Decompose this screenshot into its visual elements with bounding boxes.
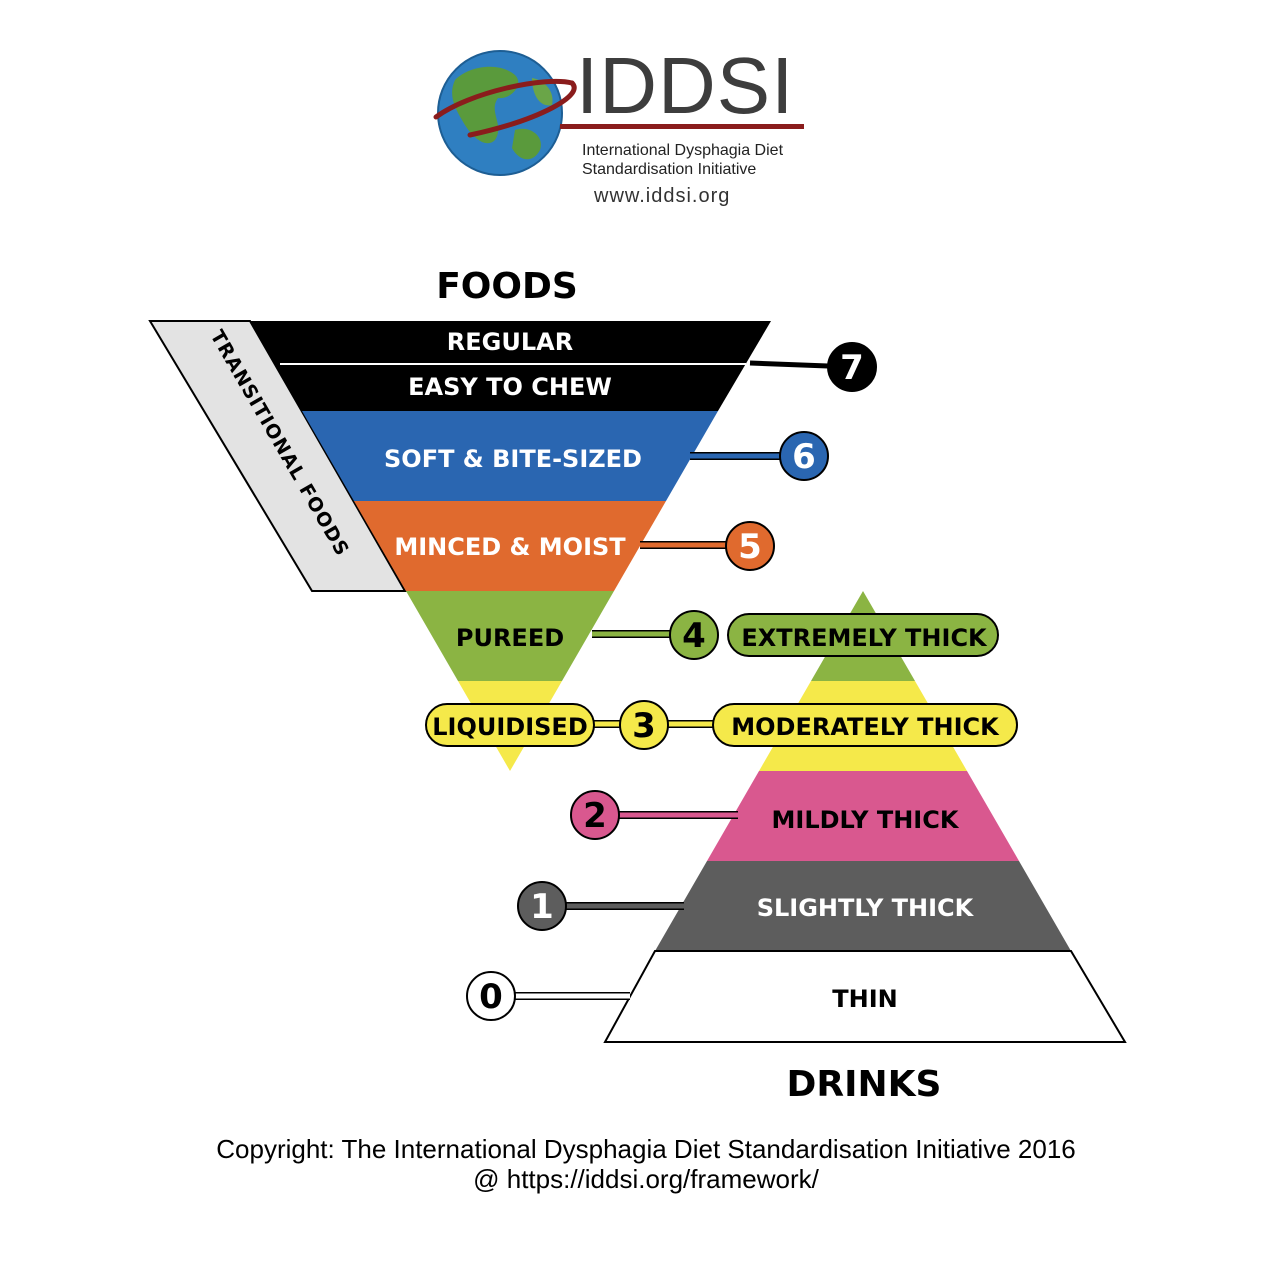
level-1-band	[655, 861, 1071, 951]
logo-tagline-line1: International Dysphagia Diet	[582, 142, 784, 159]
level-1-number: 1	[530, 887, 554, 927]
copyright-line1: Copyright: The International Dysphagia D…	[216, 1134, 1076, 1164]
logo-url: www.iddsi.org	[593, 185, 730, 207]
label-easy-to-chew: EASY TO CHEW	[408, 373, 612, 401]
logo-wordmark: IDDSI	[576, 41, 794, 130]
level-6-badge: 6	[779, 431, 829, 481]
level-1-badge: 1	[517, 881, 567, 931]
level-0-band	[603, 950, 1127, 1043]
label-extremely-thick: EXTREMELY THICK	[741, 624, 988, 652]
level-5-badge: 5	[725, 521, 775, 571]
label-liquidised: LIQUIDISED	[432, 713, 588, 741]
level-2-badge: 2	[570, 790, 620, 840]
level-6-number: 6	[792, 437, 816, 477]
level-3-badge: 3	[619, 700, 669, 750]
moderately-thick-pill	[712, 703, 1018, 747]
level-2-number: 2	[583, 796, 607, 836]
connectors	[508, 360, 829, 1000]
label-regular: REGULAR	[447, 328, 573, 356]
drinks-title: DRINKS	[787, 1064, 942, 1105]
level-5-band	[354, 501, 666, 591]
label-moderately-thick: MODERATELY THICK	[731, 713, 1000, 741]
level-2-band	[707, 771, 1019, 861]
level-0-badge: 0	[466, 971, 516, 1021]
level-0-number: 0	[479, 977, 503, 1017]
iddsi-logo: IDDSI International Dysphagia Diet Stand…	[433, 41, 804, 207]
level-7-band	[250, 321, 771, 411]
label-minced-moist: MINCED & MOIST	[394, 533, 626, 561]
level-4-food-band	[406, 591, 614, 681]
copyright-line2: @ https://iddsi.org/framework/	[473, 1164, 820, 1194]
globe-icon	[433, 50, 577, 176]
label-pureed: PUREED	[456, 624, 564, 652]
logo-underline	[560, 124, 804, 129]
level-7-badge: 7	[827, 342, 877, 392]
transitional-foods-band	[148, 320, 407, 592]
label-thin: THIN	[832, 985, 897, 1013]
level-7-connector	[749, 360, 829, 369]
level-5-number: 5	[738, 527, 762, 567]
foods-title: FOODS	[436, 266, 578, 307]
level-3-number: 3	[632, 706, 656, 746]
level-4-badge: 4	[669, 610, 719, 660]
extremely-thick-pill	[727, 613, 999, 657]
liquidised-pill	[425, 703, 595, 747]
level-4-number: 4	[682, 616, 706, 656]
label-soft-bite-sized: SOFT & BITE-SIZED	[384, 445, 642, 473]
label-mildly-thick: MILDLY THICK	[772, 806, 960, 834]
label-slightly-thick: SLIGHTLY THICK	[757, 894, 975, 922]
logo-tagline-line2: Standardisation Initiative	[582, 161, 756, 178]
level-7-number: 7	[840, 348, 864, 388]
level-6-band	[302, 411, 718, 501]
